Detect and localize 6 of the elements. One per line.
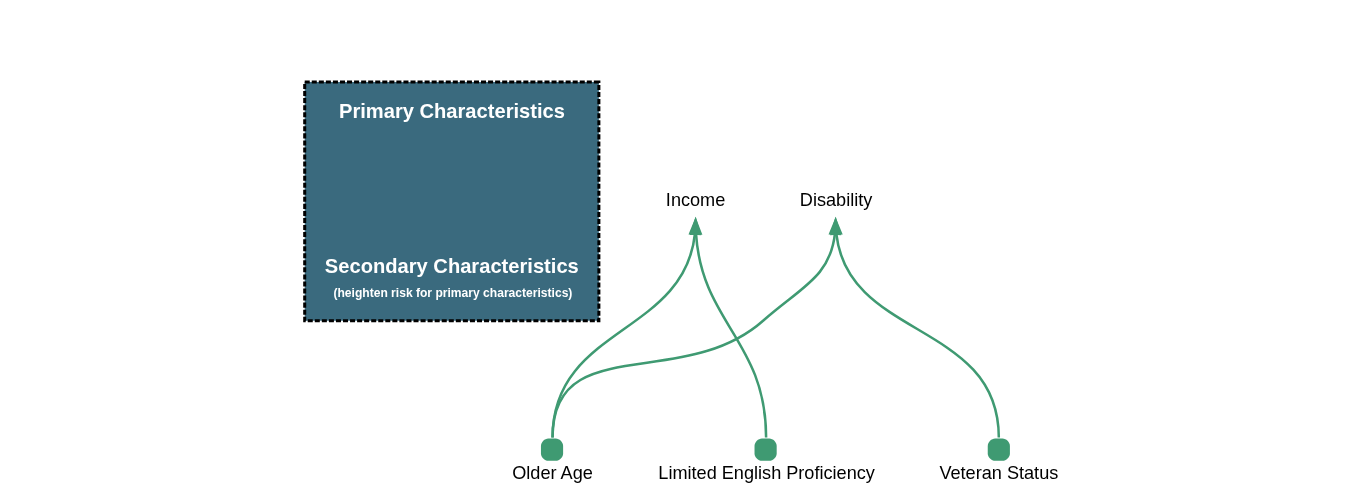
node-text: Disability — [799, 189, 873, 210]
node-label: Limited English Proficiency — [658, 462, 875, 483]
node-box: Primary Characteristics Secondary Characteristics (heighten risk for primary characteristics) — [303, 79, 601, 322]
node-label: Older Age — [512, 462, 593, 483]
node-text: Income — [665, 189, 726, 210]
node-label: Veteran Status — [939, 462, 1059, 483]
